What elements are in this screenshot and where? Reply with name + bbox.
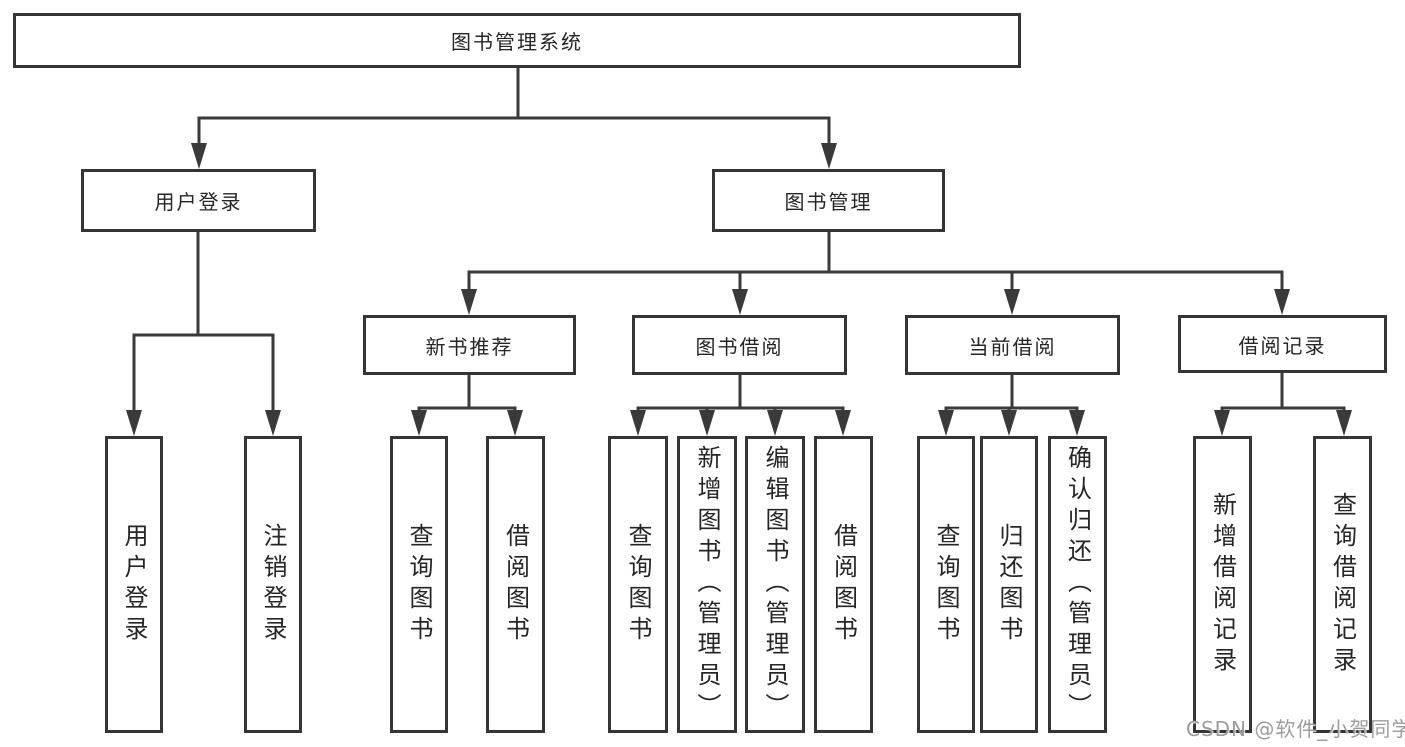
node-borrow-records: 借阅记录 <box>1178 315 1387 373</box>
leaf-add-books-admin: 新增图书（管理员） <box>677 436 737 733</box>
leaf-user-login: 用户登录 <box>105 436 163 733</box>
leaf-add-borrow-record: 新增借阅记录 <box>1193 436 1252 733</box>
node-new-book-recommend: 新书推荐 <box>363 315 576 375</box>
leaf-query-borrow-record: 查询借阅记录 <box>1313 436 1372 733</box>
leaf-return-books: 归还图书 <box>980 436 1038 733</box>
node-book-management: 图书管理 <box>712 169 945 232</box>
node-current-borrowing: 当前借阅 <box>905 315 1120 375</box>
leaf-recommend-query-books: 查询图书 <box>390 436 448 733</box>
leaf-borrow-query-books: 查询图书 <box>608 436 668 733</box>
leaf-logout: 注销登录 <box>244 436 302 733</box>
leaf-recommend-borrow-books: 借阅图书 <box>486 436 545 733</box>
leaf-current-query-books: 查询图书 <box>917 436 975 733</box>
node-user-login: 用户登录 <box>81 169 316 232</box>
node-root-system: 图书管理系统 <box>13 13 1021 68</box>
node-book-borrowing: 图书借阅 <box>632 315 847 375</box>
leaf-borrow-books: 借阅图书 <box>814 436 873 733</box>
leaf-edit-books-admin: 编辑图书（管理员） <box>745 436 805 733</box>
leaf-confirm-return-admin: 确认归还（管理员） <box>1048 436 1107 733</box>
